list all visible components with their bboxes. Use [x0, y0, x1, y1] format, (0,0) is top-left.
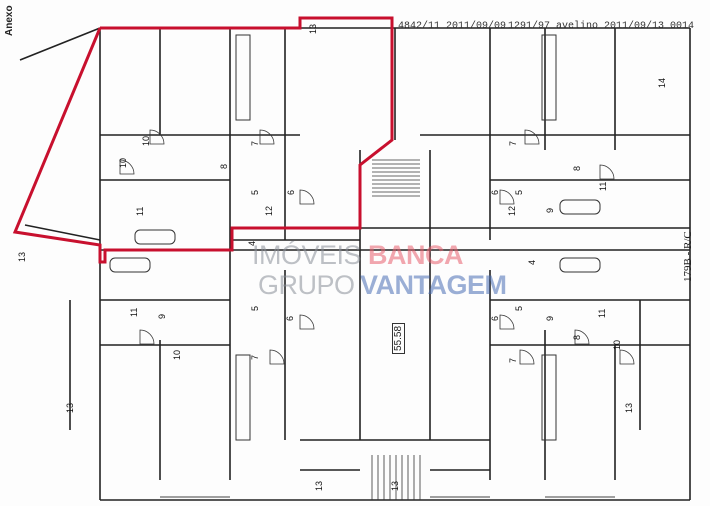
room-label: 13: [65, 403, 75, 413]
bathtub: [109, 257, 151, 273]
room-label: 5: [514, 306, 524, 311]
header-reference-right: 1291/97 avelino 2011/09/13 0014: [508, 21, 695, 32]
room-label: 13: [308, 24, 318, 34]
room-label: 7: [250, 141, 260, 146]
watermark-banca: BANCA: [368, 240, 464, 270]
kitchen-counter: [235, 34, 251, 121]
room-label: 11: [597, 309, 607, 318]
room-label: 5: [514, 190, 524, 195]
annex-label: Anexo: [4, 5, 15, 36]
room-label: 13: [624, 403, 634, 413]
room-label: 7: [250, 355, 260, 360]
wall: [19, 27, 101, 61]
door-swing: [269, 349, 285, 365]
room-label: 5: [250, 190, 260, 195]
bathtub: [134, 229, 176, 245]
unit-boundary: [12, 16, 394, 264]
bathtub: [559, 199, 601, 215]
header-reference-left: 4842/11 2011/09/09: [398, 21, 507, 32]
door-swing: [519, 349, 535, 365]
room-label: 10: [172, 350, 182, 360]
room-label: 12: [264, 206, 274, 216]
room-label: 12: [507, 206, 517, 216]
room-label: 11: [135, 207, 145, 216]
room-label: 13: [17, 252, 27, 262]
room-label: 5: [250, 306, 260, 311]
door-swing: [119, 159, 135, 175]
room-label: 14: [657, 78, 667, 88]
room-label: 11: [129, 308, 139, 317]
watermark-vantagem: VANTAGEM: [360, 270, 507, 300]
room-label: 13: [314, 481, 324, 491]
room-label: 8: [572, 335, 582, 340]
room-label: 10: [612, 340, 622, 350]
building-reference: 179B - R/C: [682, 231, 694, 282]
kitchen-counter: [541, 354, 557, 441]
door-swing: [499, 189, 515, 205]
room-label: 6: [285, 316, 295, 321]
room-label: 7: [508, 358, 518, 363]
kitchen-counter: [541, 34, 557, 121]
room-label: 6: [490, 316, 500, 321]
area-label: 55.58: [392, 322, 405, 354]
room-label: 9: [545, 316, 555, 321]
room-label: 6: [490, 190, 500, 195]
door-swing: [299, 189, 315, 205]
room-label: 4: [247, 241, 257, 246]
room-label: 9: [545, 208, 555, 213]
room-label: 8: [572, 166, 582, 171]
room-label: 8: [219, 164, 229, 169]
room-label: 10: [141, 136, 151, 146]
room-label: 11: [598, 182, 608, 191]
door-swing: [149, 129, 165, 145]
room-label: 4: [527, 260, 537, 265]
door-swing: [499, 314, 515, 330]
door-swing: [619, 349, 635, 365]
bathtub: [559, 257, 601, 273]
door-swing: [299, 314, 315, 330]
door-swing: [524, 129, 540, 145]
room-label: 6: [286, 190, 296, 195]
door-swing: [574, 329, 590, 345]
door-swing: [259, 129, 275, 145]
watermark-grupo: GRUPO: [258, 270, 355, 300]
door-swing: [599, 164, 615, 180]
room-label: 9: [157, 314, 167, 319]
door-swing: [139, 329, 155, 345]
room-label: 7: [508, 141, 518, 146]
watermark-imoveis: IMÓVEIS: [252, 240, 362, 270]
kitchen-counter: [235, 354, 251, 441]
wall: [24, 224, 101, 241]
room-label: 13: [390, 481, 400, 491]
room-label: 10: [118, 158, 128, 168]
